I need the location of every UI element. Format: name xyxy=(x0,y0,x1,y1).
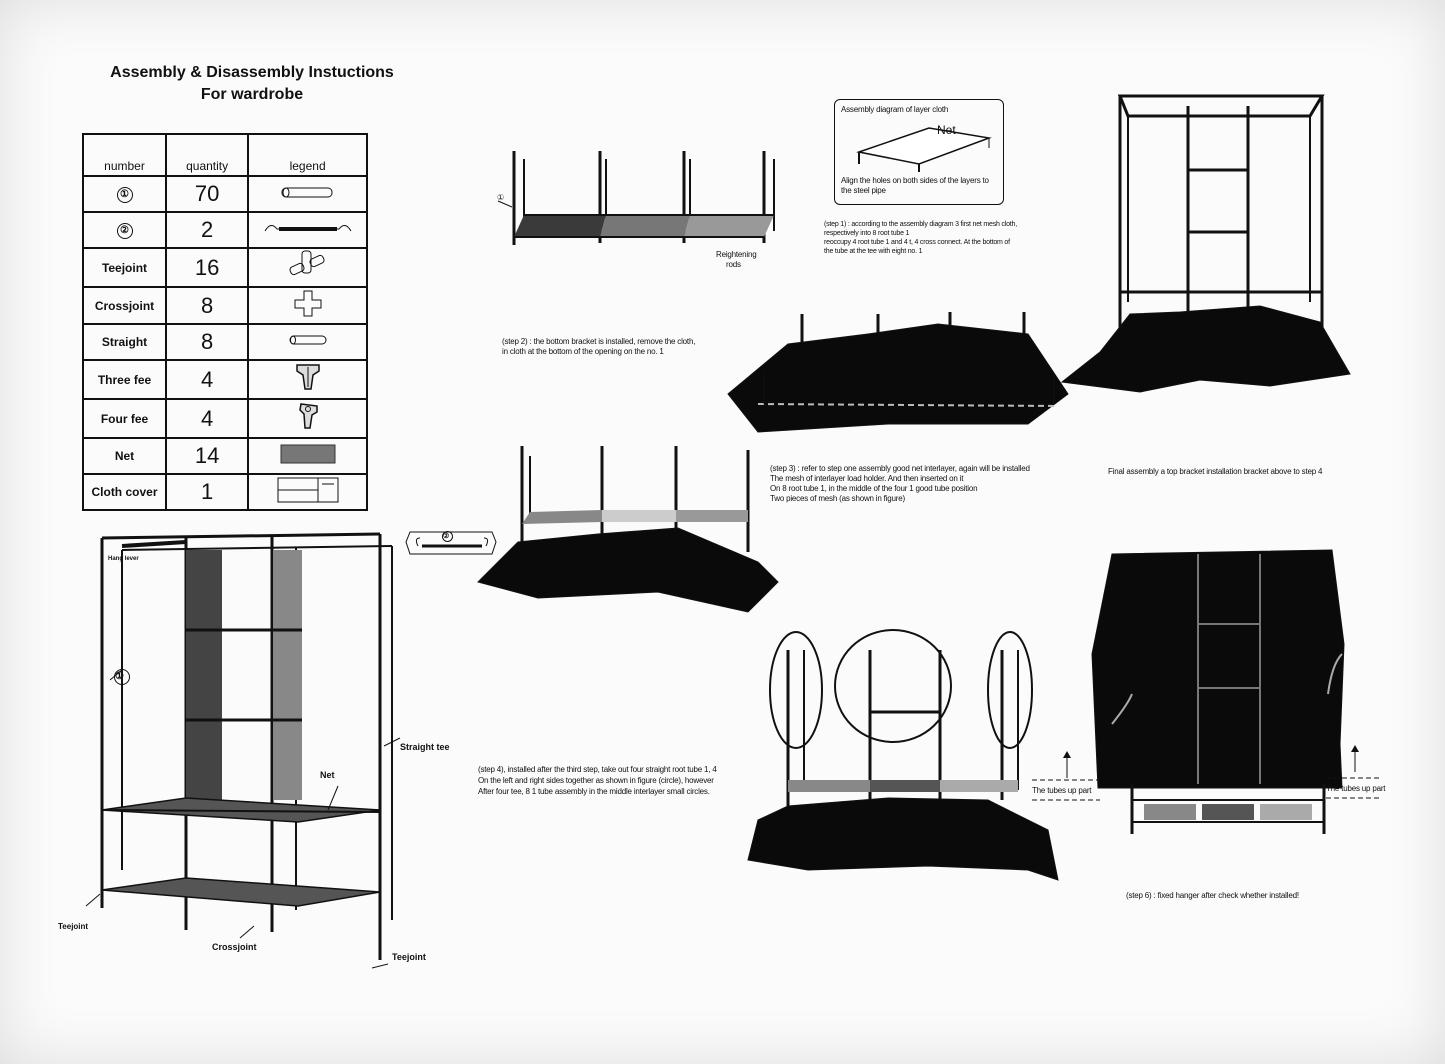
step6-text: (step 6) : fixed hanger after check whet… xyxy=(1126,891,1299,900)
part-quantity: 14 xyxy=(164,437,250,475)
table-row: Net 14 xyxy=(82,437,368,475)
main-wardrobe-diagram xyxy=(85,532,401,969)
up-arrow-icon xyxy=(1063,751,1071,778)
reinforce-label-1: Reightening xyxy=(716,250,757,259)
step2-text-line: (step 2) : the bottom bracket is install… xyxy=(502,337,696,346)
rod-number-label: ② xyxy=(442,531,453,542)
step3-text: (step 3) : refer to step one assembly go… xyxy=(770,464,1030,504)
net-label: Net xyxy=(320,770,335,780)
part-quantity: 1 xyxy=(164,473,250,511)
step6-diagram xyxy=(1091,549,1345,834)
part-quantity: 8 xyxy=(164,286,250,325)
step1-text-line: respectively into 8 root tube 1 xyxy=(824,230,910,237)
tube-icon xyxy=(281,187,333,197)
step1-text-line: (step 1) : according to the assembly dia… xyxy=(824,221,1017,228)
three-fee-icon xyxy=(295,364,320,390)
part-quantity: 8 xyxy=(164,323,250,361)
inset-net-label: Net xyxy=(937,123,956,137)
teejoint-icon xyxy=(289,250,325,276)
inset-net-diagram xyxy=(856,127,992,172)
layer-cloth-inset: Assembly diagram of layer cloth Net Alig… xyxy=(834,99,1004,205)
part-number: Teejoint xyxy=(82,247,167,288)
net-icon xyxy=(280,444,336,463)
step1-tube-label: ① xyxy=(497,193,504,202)
straight-tee-label: Straight tee xyxy=(400,742,450,752)
table-header-row: number quantity legend xyxy=(82,133,368,177)
part-quantity: 2 xyxy=(164,211,250,249)
step3-diagram xyxy=(477,446,779,613)
step4-text-line: After four tee, 8 1 tube assembly in the… xyxy=(478,787,710,796)
tube-number-label: ① xyxy=(114,669,130,685)
step1-frame-diagram xyxy=(497,151,775,245)
part-number: Four fee xyxy=(82,398,167,439)
crossjoint-label: Crossjoint xyxy=(212,942,257,952)
part-number: Net xyxy=(82,437,167,475)
part-number: Three fee xyxy=(82,359,167,400)
step4-text-line: (step 4), installed after the third step… xyxy=(478,765,717,774)
part-number: ① xyxy=(116,186,133,203)
step2-diagram xyxy=(727,312,1069,433)
step4-diagram xyxy=(747,629,1059,881)
table-row: Four fee 4 xyxy=(82,398,368,439)
table-row: ① 70 xyxy=(82,175,368,213)
tubes-up-left-label: The tubes up part xyxy=(1032,786,1092,795)
inset-title: Assembly diagram of layer cloth xyxy=(841,105,949,114)
table-row: ② 2 xyxy=(82,211,368,249)
part-quantity: 4 xyxy=(164,359,250,400)
step4-text-line: On the left and right sides together as … xyxy=(478,776,714,785)
step2-text: (step 2) : the bottom bracket is install… xyxy=(502,337,695,357)
part-number: ② xyxy=(116,222,133,239)
tubes-up-right-label: The tubes up part xyxy=(1326,784,1386,793)
header-quantity: quantity xyxy=(164,133,250,177)
step3-text-line: The mesh of interlayer load holder. And … xyxy=(770,474,964,483)
step3-text-line: Two pieces of mesh (as shown in figure) xyxy=(770,494,905,503)
header-legend: legend xyxy=(247,133,368,177)
final-assembly-text: Final assembly a top bracket installatio… xyxy=(1108,467,1323,476)
part-quantity: 16 xyxy=(164,247,250,288)
table-row: Straight 8 xyxy=(82,323,368,361)
four-fee-icon xyxy=(298,403,318,429)
step3-text-line: (step 3) : refer to step one assembly go… xyxy=(770,464,1030,473)
hanger-rod-icon xyxy=(264,224,352,231)
step1-text-line: the tube at the tee with eight no. 1 xyxy=(824,248,923,255)
crossjoint-icon xyxy=(294,290,322,317)
reinforce-label-2: rods xyxy=(726,260,741,269)
table-row: Teejoint 16 xyxy=(82,247,368,288)
inset-caption: Align the holes on both sides of the lay… xyxy=(841,176,989,195)
parts-table: number quantity legend ① 70 ② 2 xyxy=(82,133,368,511)
final-top-bracket-diagram xyxy=(1060,94,1351,393)
hang-lever-label: Hang lever xyxy=(108,556,139,562)
teejoint-right-label: Teejoint xyxy=(392,952,426,962)
part-quantity: 70 xyxy=(164,175,250,213)
table-row: Three fee 4 xyxy=(82,359,368,400)
table-row: Cloth cover 1 xyxy=(82,473,368,511)
part-number: Crossjoint xyxy=(82,286,167,325)
part-number: Straight xyxy=(82,323,167,361)
step4-text: (step 4), installed after the third step… xyxy=(478,764,717,797)
up-arrow-icon xyxy=(1351,745,1359,772)
step1-text: (step 1) : according to the assembly dia… xyxy=(824,220,1017,256)
page-title: Assembly & Disassembly Instuctions For w… xyxy=(82,62,422,106)
title-line-2: For wardrobe xyxy=(200,86,304,103)
part-number: Cloth cover xyxy=(82,473,167,511)
header-number: number xyxy=(82,133,167,177)
part-quantity: 4 xyxy=(164,398,250,439)
dashed-marker xyxy=(1032,779,1100,801)
cloth-cover-icon xyxy=(277,477,339,502)
straight-connector-icon xyxy=(289,335,327,344)
step3-text-line: On 8 root tube 1, in the middle of the f… xyxy=(770,484,978,493)
step2-text-line: in cloth at the bottom of the opening on… xyxy=(502,347,664,356)
title-line-1: Assembly & Disassembly Instuctions xyxy=(110,64,394,81)
hanger-rod-inset xyxy=(405,531,497,555)
step1-text-line: reoccupy 4 root tube 1 and 4 t, 4 cross … xyxy=(824,239,1010,246)
dashed-marker xyxy=(1326,777,1380,799)
table-row: Crossjoint 8 xyxy=(82,286,368,325)
teejoint-left-label: Teejoint xyxy=(58,922,89,931)
